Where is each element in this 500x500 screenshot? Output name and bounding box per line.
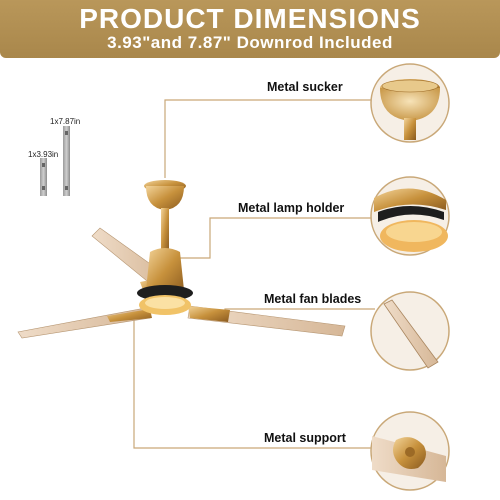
title-banner: PRODUCT DIMENSIONS 3.93"and 7.87" Downro… [0, 0, 500, 58]
fan-body [137, 180, 193, 315]
inset-metal-fan-blades [370, 291, 450, 371]
fan-blade-right [187, 305, 346, 337]
callout-metal-lamp-holder: Metal lamp holder [238, 201, 345, 215]
inset-metal-sucker [370, 63, 450, 143]
downrod-long-label: 1x7.87in [50, 117, 81, 126]
banner-title: PRODUCT DIMENSIONS [79, 3, 421, 34]
inset-metal-lamp-holder [370, 176, 450, 256]
callout-metal-fan-blades: Metal fan blades [264, 292, 362, 306]
callout-metal-sucker: Metal sucker [267, 80, 343, 94]
downrod-long [63, 126, 70, 196]
downrod-short [40, 158, 47, 196]
downrod-short-label: 1x3.93in [28, 150, 59, 159]
inset-metal-support [370, 411, 450, 491]
callout-metal-support: Metal support [264, 431, 346, 445]
fan-blade-left [17, 307, 152, 339]
banner-subtitle: 3.93"and 7.87" Downrod Included [107, 33, 393, 52]
